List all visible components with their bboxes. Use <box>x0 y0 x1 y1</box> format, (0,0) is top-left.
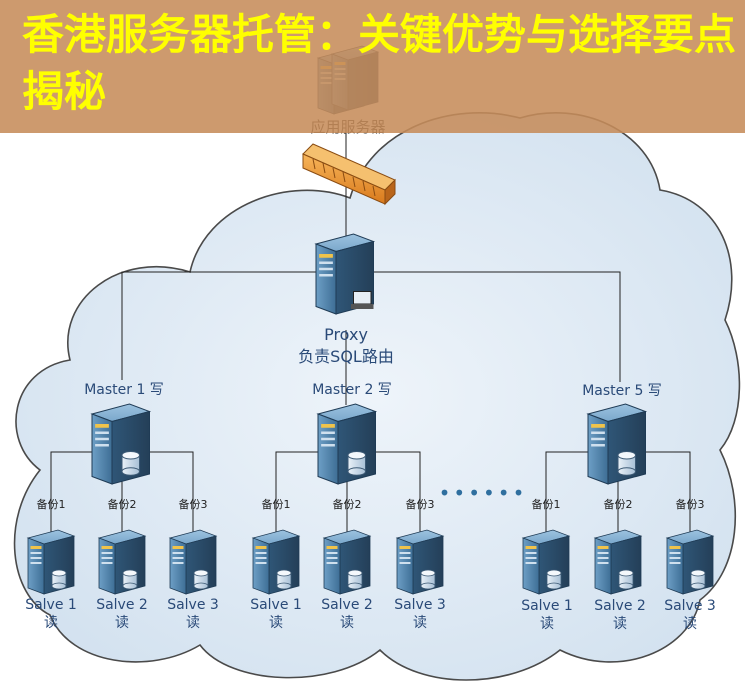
slave-server-icon <box>522 529 570 595</box>
slave-label: Salve 2 <box>594 598 646 614</box>
slave-label: Salve 3 <box>664 598 716 614</box>
read-label: 读 <box>413 614 427 631</box>
slave-label: Salve 2 <box>321 597 373 613</box>
title-banner: 香港服务器托管：关键优势与选择要点揭秘 <box>0 0 745 133</box>
slave-label: Salve 3 <box>167 597 219 613</box>
read-label: 读 <box>683 615 697 632</box>
master-2-label: Master 2 写 <box>312 382 392 398</box>
master-2-server-icon <box>317 403 377 485</box>
master-5-server-icon <box>587 403 647 485</box>
read-label: 读 <box>186 614 200 631</box>
slave-server-icon <box>594 529 642 595</box>
slave-label: Salve 1 <box>250 597 302 613</box>
slave-server-icon <box>252 529 300 595</box>
slave-label: Salve 1 <box>521 598 573 614</box>
slave-label: Salve 2 <box>96 597 148 613</box>
banner-title: 香港服务器托管：关键优势与选择要点揭秘 <box>22 10 737 116</box>
read-label: 读 <box>115 614 129 631</box>
firewall-icon <box>302 143 396 206</box>
backup-label: 备份1 <box>37 497 66 511</box>
slave-server-icon <box>98 529 146 595</box>
backup-label: 备份3 <box>676 497 705 511</box>
read-label: 读 <box>613 615 627 632</box>
slave-label: Salve 3 <box>394 597 446 613</box>
backup-label: 备份2 <box>108 497 137 511</box>
master-1-label: Master 1 写 <box>84 382 164 398</box>
slave-server-icon <box>27 529 75 595</box>
slave-server-icon <box>396 529 444 595</box>
master-1-server-icon <box>91 403 151 485</box>
backup-label: 备份3 <box>406 497 435 511</box>
proxy-server-icon <box>315 233 375 315</box>
backup-label: 备份1 <box>262 497 291 511</box>
read-label: 读 <box>44 614 58 631</box>
slave-server-icon <box>323 529 371 595</box>
read-label: 读 <box>269 614 283 631</box>
backup-label: 备份2 <box>604 497 633 511</box>
proxy-sublabel: 负责SQL路由 <box>298 347 394 366</box>
read-label: 读 <box>340 614 354 631</box>
more-groups-ellipsis: •••••• <box>439 481 528 505</box>
read-label: 读 <box>540 615 554 632</box>
master-5-label: Master 5 写 <box>582 383 662 399</box>
slave-server-icon <box>169 529 217 595</box>
backup-label: 备份2 <box>333 497 362 511</box>
slave-server-icon <box>666 529 714 595</box>
backup-label: 备份3 <box>179 497 208 511</box>
backup-label: 备份1 <box>532 497 561 511</box>
proxy-label: Proxy <box>324 325 368 344</box>
slave-label: Salve 1 <box>25 597 77 613</box>
